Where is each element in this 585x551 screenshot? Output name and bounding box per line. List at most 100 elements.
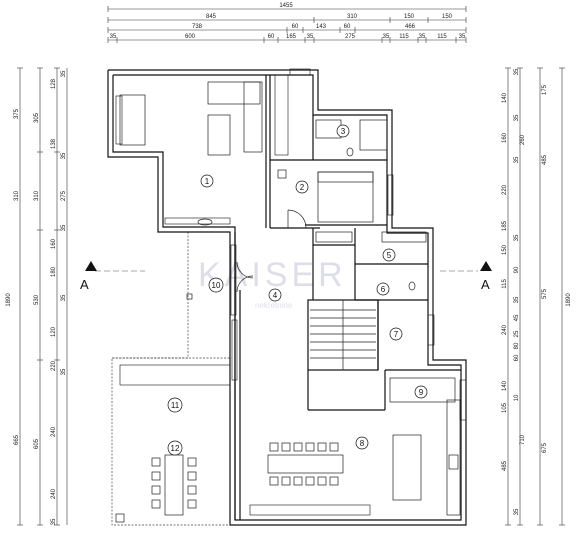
dim-right-in-12: 60 <box>514 354 520 361</box>
section-line: A A <box>80 261 492 292</box>
terrace-outlines <box>111 232 230 526</box>
room-10-number: 10 <box>212 281 221 290</box>
dim-top-4-10: 35 <box>459 34 466 40</box>
room-10-label: 10 <box>208 277 224 293</box>
dim-right-in-11: 80 <box>514 342 520 349</box>
dim-top-3-3: 60 <box>344 24 351 30</box>
dim-left-in-9: 120 <box>51 326 57 337</box>
dim-top-4-1: 600 <box>185 34 196 40</box>
dim-right-in-6: 35 <box>514 234 520 241</box>
room-5-label: 5 <box>382 248 396 262</box>
dim-left-outer-1: 310 <box>14 190 20 201</box>
room-12-number: 12 <box>171 444 180 453</box>
dim-left-in-10: 220 <box>51 360 57 371</box>
dim-right-in-13: 10 <box>514 394 520 401</box>
dim-right-mid-3: 115 <box>502 279 508 289</box>
room-2-number: 2 <box>300 183 305 192</box>
dim-left-in-2: 138 <box>51 138 57 149</box>
dim-right-in-0: 35 <box>514 68 520 75</box>
dim-left-mid-1: 310 <box>34 190 40 201</box>
room-11-label: 11 <box>167 397 183 413</box>
room-1-number: 1 <box>205 177 210 186</box>
room-9-number: 9 <box>419 388 424 397</box>
dim-right-outer-1: 485 <box>542 154 548 165</box>
room-7-label: 7 <box>389 327 403 341</box>
room-8-label: 8 <box>355 436 369 450</box>
dim-right-in-9: 45 <box>514 314 520 321</box>
dim-right-mid-7: 485 <box>502 460 508 471</box>
top-dimension-labels: 1455 845 310 150 150 738 60 143 60 466 3… <box>110 3 466 40</box>
dining-table-icon <box>267 454 344 474</box>
dim-right-outer-4: 1890 <box>566 293 572 307</box>
dim-left-in-3: 35 <box>61 152 67 159</box>
section-marker-right-icon <box>480 261 492 271</box>
kitchen-island-icon <box>392 434 422 501</box>
dim-top-4-4: 35 <box>307 34 314 40</box>
dim-right-in-3: 35 <box>514 156 520 163</box>
dim-top-2-3: 150 <box>442 14 453 20</box>
dim-left-in-6: 160 <box>51 238 57 249</box>
room-12-label: 12 <box>167 440 183 456</box>
dim-left-in-12: 240 <box>51 426 57 437</box>
dim-right-in-7: 90 <box>514 266 520 273</box>
coffee-table-icon <box>207 114 231 156</box>
room-4-number: 4 <box>273 291 278 300</box>
section-label-left: A <box>80 277 89 292</box>
dim-top-3-0: 738 <box>192 24 203 30</box>
room-9-label: 9 <box>414 385 428 399</box>
top-dimensions <box>107 6 467 43</box>
dim-right-in-15: 105 <box>502 402 508 413</box>
dim-right-in-2: 160 <box>502 132 508 143</box>
dim-right-mid-4: 240 <box>502 324 508 335</box>
right-dimensions <box>505 67 565 526</box>
room-4-label: 4 <box>268 288 282 302</box>
dim-top-2-0: 845 <box>206 14 217 20</box>
dim-right-outer-3: 675 <box>542 442 548 453</box>
walls <box>107 69 467 526</box>
dim-left-outer-2: 1890 <box>6 293 12 307</box>
watermark-subtext: nekretnine <box>255 301 293 310</box>
room-3-label: 3 <box>336 124 350 138</box>
room-5-number: 5 <box>387 251 392 260</box>
dim-right-mid-6: 710 <box>520 434 526 445</box>
dim-top-3-2: 143 <box>316 24 327 30</box>
door-swing-icon <box>287 209 307 229</box>
left-dimensions <box>17 67 68 526</box>
dim-right-in-8: 35 <box>514 296 520 303</box>
dim-right-mid-0: 140 <box>502 92 508 103</box>
room-11-number: 11 <box>171 401 180 410</box>
furniture <box>115 81 461 523</box>
dim-left-outer-0: 375 <box>14 108 20 119</box>
dim-left-in-0: 128 <box>51 78 57 89</box>
sofa-top-icon <box>207 81 261 105</box>
room-3-number: 3 <box>341 127 346 136</box>
dim-top-4-0: 35 <box>110 34 117 40</box>
right-dimension-labels: 175 485 575 675 1890 140 260 150 115 240… <box>502 68 572 515</box>
dim-left-in-7: 180 <box>51 266 57 277</box>
dim-top-4-6: 35 <box>383 34 390 40</box>
dim-right-in-1: 35 <box>514 114 520 121</box>
sofa-left-icon <box>119 94 146 146</box>
dim-right-in-4: 220 <box>502 184 508 195</box>
dim-top-2-2: 150 <box>404 14 415 20</box>
room-labels: 1 2 3 4 5 6 7 8 <box>167 124 428 456</box>
dim-left-in-11: 35 <box>61 368 67 375</box>
kitchen-counter-icon <box>446 399 461 516</box>
dim-right-in-5: 185 <box>502 220 508 231</box>
room-2-label: 2 <box>295 180 309 194</box>
dim-top-3-1: 60 <box>292 24 299 30</box>
dim-left-mid-3: 605 <box>34 438 40 449</box>
section-marker-left-icon <box>85 261 97 271</box>
dim-top-4-8: 35 <box>419 34 426 40</box>
left-dimension-labels: 375 310 1890 665 305 310 530 605 128 35 … <box>6 70 67 525</box>
dim-left-in-13: 240 <box>51 488 57 499</box>
dim-top-4-5: 275 <box>345 34 356 40</box>
dim-top-3-4: 466 <box>405 24 416 30</box>
section-label-right: A <box>481 277 490 292</box>
dim-left-in-4: 275 <box>61 190 67 201</box>
dim-left-in-14: 35 <box>51 518 57 525</box>
stairs-icon <box>310 300 376 370</box>
dim-right-in-10: 25 <box>514 330 520 337</box>
room-7-number: 7 <box>394 330 399 339</box>
